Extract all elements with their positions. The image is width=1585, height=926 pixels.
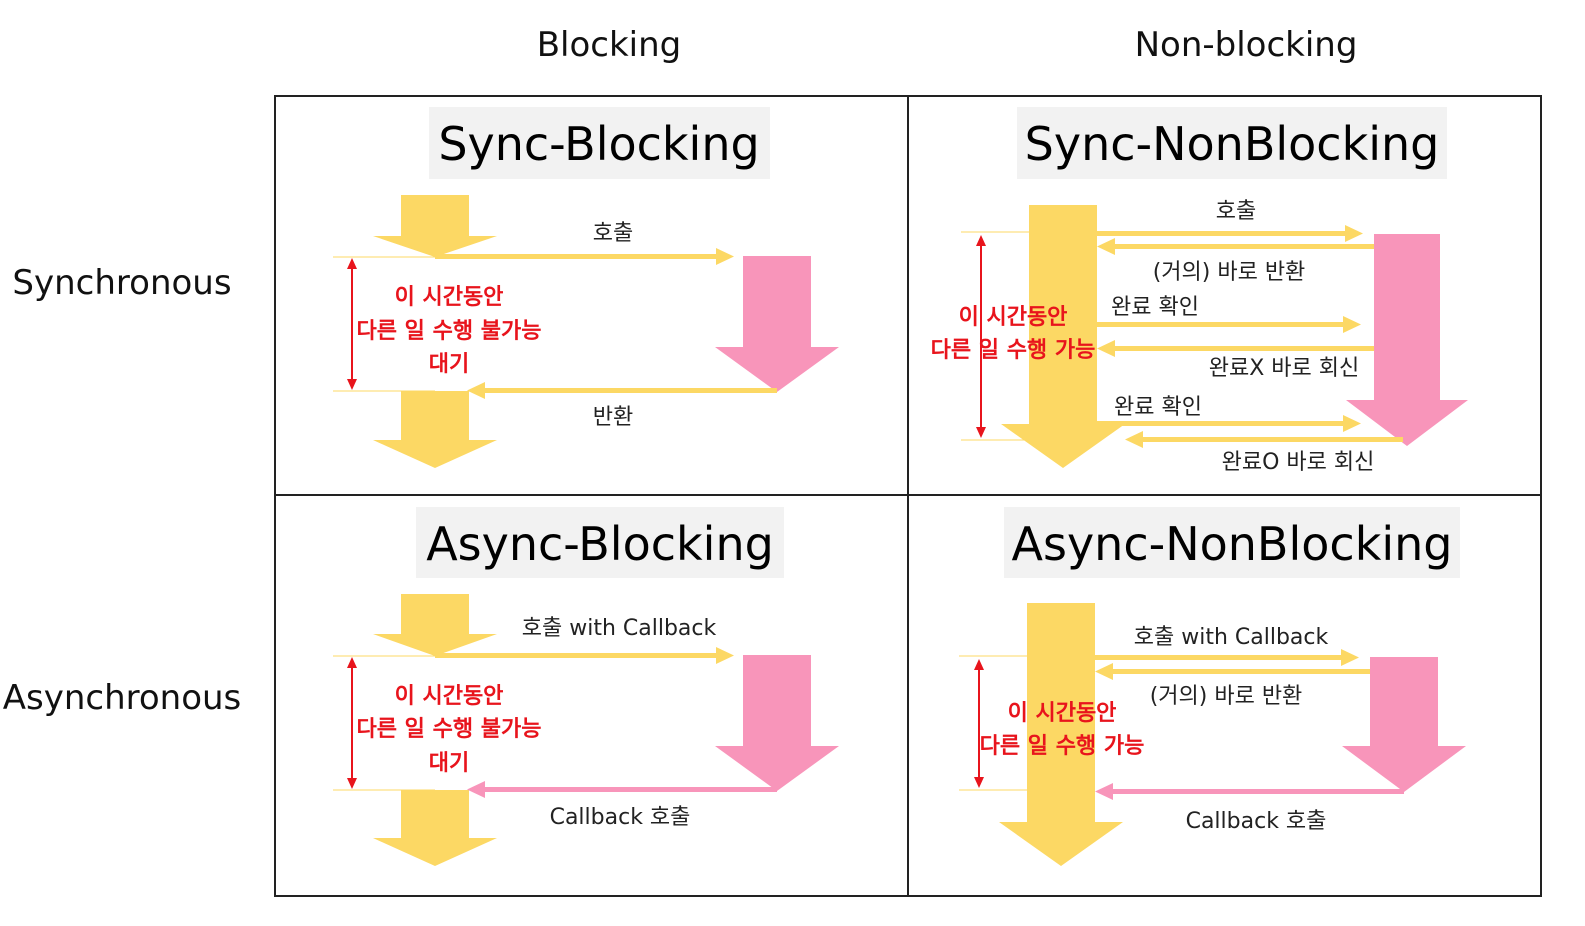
call-arrow-head — [1345, 225, 1363, 242]
caller-arrow-bottom — [373, 790, 497, 866]
check2-label: 완료 확인 — [1114, 395, 1202, 420]
callee-arrow — [1346, 234, 1468, 446]
call-arrow-shaft — [1095, 655, 1342, 660]
title-box — [1017, 107, 1447, 179]
wait-text-line1: 이 시간동안 — [395, 285, 504, 310]
call-label: 호출 — [1216, 199, 1256, 224]
reply-not-done-head — [1097, 340, 1115, 357]
return-label: 반환 — [593, 405, 633, 430]
row-header-asynchronous: Asynchronous — [3, 678, 242, 718]
immediate-return-head — [1095, 663, 1113, 680]
call-arrow-shaft — [1097, 231, 1346, 236]
title-box — [1004, 507, 1460, 578]
immediate-return-shaft — [1113, 244, 1374, 249]
callee-arrow — [715, 256, 839, 392]
immediate-return-head — [1097, 238, 1115, 255]
quadrant-async-nonblocking: Async-NonBlocking 호출 with Callback (거의) … — [959, 507, 1466, 866]
quadrant-title: Sync-NonBlocking — [1025, 117, 1440, 171]
caller-arrow — [999, 603, 1123, 866]
callback-arrow-head — [467, 781, 485, 798]
check2-arrow-shaft — [1097, 421, 1344, 426]
call-arrow-head — [716, 647, 734, 664]
reply-not-done-shaft — [1113, 346, 1374, 351]
wait-span-head-bottom — [347, 379, 357, 390]
matrix-grid — [274, 95, 1542, 897]
caller-arrow-top — [373, 594, 497, 656]
quadrant-title: Sync-Blocking — [438, 117, 759, 171]
quadrant-async-blocking: Async-Blocking 호출 with Callback Callback… — [333, 507, 839, 866]
wait-text-line2: 다른 일 수행 가능 — [980, 734, 1145, 759]
wait-span-head-top — [347, 657, 357, 668]
check1-label: 완료 확인 — [1111, 295, 1199, 320]
call-label: 호출 with Callback — [522, 616, 717, 641]
call-arrow-shaft — [435, 653, 717, 658]
caller-arrow-top — [373, 195, 497, 257]
reply-done-shaft — [1141, 437, 1403, 442]
wait-text-line1: 이 시간동안 — [1008, 701, 1117, 726]
wait-span-head-bottom — [974, 777, 984, 788]
wait-text-line2: 다른 일 수행 불가능 — [357, 319, 542, 344]
caller-arrow — [1001, 205, 1125, 468]
wait-span-head-bottom — [976, 427, 986, 438]
row-header-synchronous: Synchronous — [12, 263, 231, 303]
caller-arrow-bottom — [373, 391, 497, 468]
wait-text-line1: 이 시간동안 — [395, 684, 504, 709]
check1-arrow-head — [1343, 316, 1361, 333]
wait-text-line3: 대기 — [429, 751, 469, 776]
quadrant-title: Async-Blocking — [426, 517, 774, 571]
immediate-return-label: (거의) 바로 반환 — [1150, 684, 1303, 709]
check2-arrow-head — [1343, 415, 1361, 432]
immediate-return-shaft — [1111, 669, 1370, 674]
callback-label: Callback 호출 — [550, 805, 691, 830]
column-header-blocking: Blocking — [537, 25, 682, 65]
call-label: 호출 with Callback — [1134, 625, 1329, 650]
reply-done-label: 완료O 바로 회신 — [1222, 450, 1375, 475]
wait-span-head-top — [974, 659, 984, 670]
wait-text-line1: 이 시간동안 — [959, 305, 1068, 330]
wait-span-head-top — [347, 258, 357, 269]
return-arrow-shaft — [483, 388, 777, 393]
quadrant-sync-blocking: Sync-Blocking 호출 반환 이 시간동안 다른 일 수행 불가능 대… — [333, 107, 839, 468]
callback-label: Callback 호출 — [1186, 809, 1327, 834]
callback-arrow-shaft — [483, 787, 777, 792]
call-arrow-head — [716, 248, 734, 265]
reply-not-done-label: 완료X 바로 회신 — [1209, 356, 1360, 381]
immediate-return-label: (거의) 바로 반환 — [1153, 260, 1306, 285]
quadrant-sync-nonblocking: Sync-NonBlocking 호출 (거의) 바로 반환 완료 확인 완료X… — [931, 107, 1468, 475]
call-arrow-shaft — [435, 254, 717, 259]
callback-arrow-shaft — [1111, 789, 1404, 794]
wait-text-line3: 대기 — [429, 352, 469, 377]
callee-arrow — [1342, 657, 1466, 792]
wait-span-head-top — [976, 235, 986, 246]
quadrant-title: Async-NonBlocking — [1012, 517, 1453, 571]
callback-arrow-head — [1095, 783, 1113, 800]
column-header-nonblocking: Non-blocking — [1135, 25, 1358, 65]
reply-done-head — [1125, 431, 1143, 448]
call-label: 호출 — [593, 221, 633, 246]
title-box — [416, 507, 784, 578]
callee-arrow — [715, 655, 839, 791]
wait-text-line2: 다른 일 수행 가능 — [931, 338, 1096, 363]
wait-text-line2: 다른 일 수행 불가능 — [357, 717, 542, 742]
check1-arrow-shaft — [1097, 322, 1344, 327]
call-arrow-head — [1341, 649, 1359, 666]
return-arrow-head — [467, 382, 485, 399]
title-box — [429, 107, 770, 179]
wait-span-head-bottom — [347, 778, 357, 789]
